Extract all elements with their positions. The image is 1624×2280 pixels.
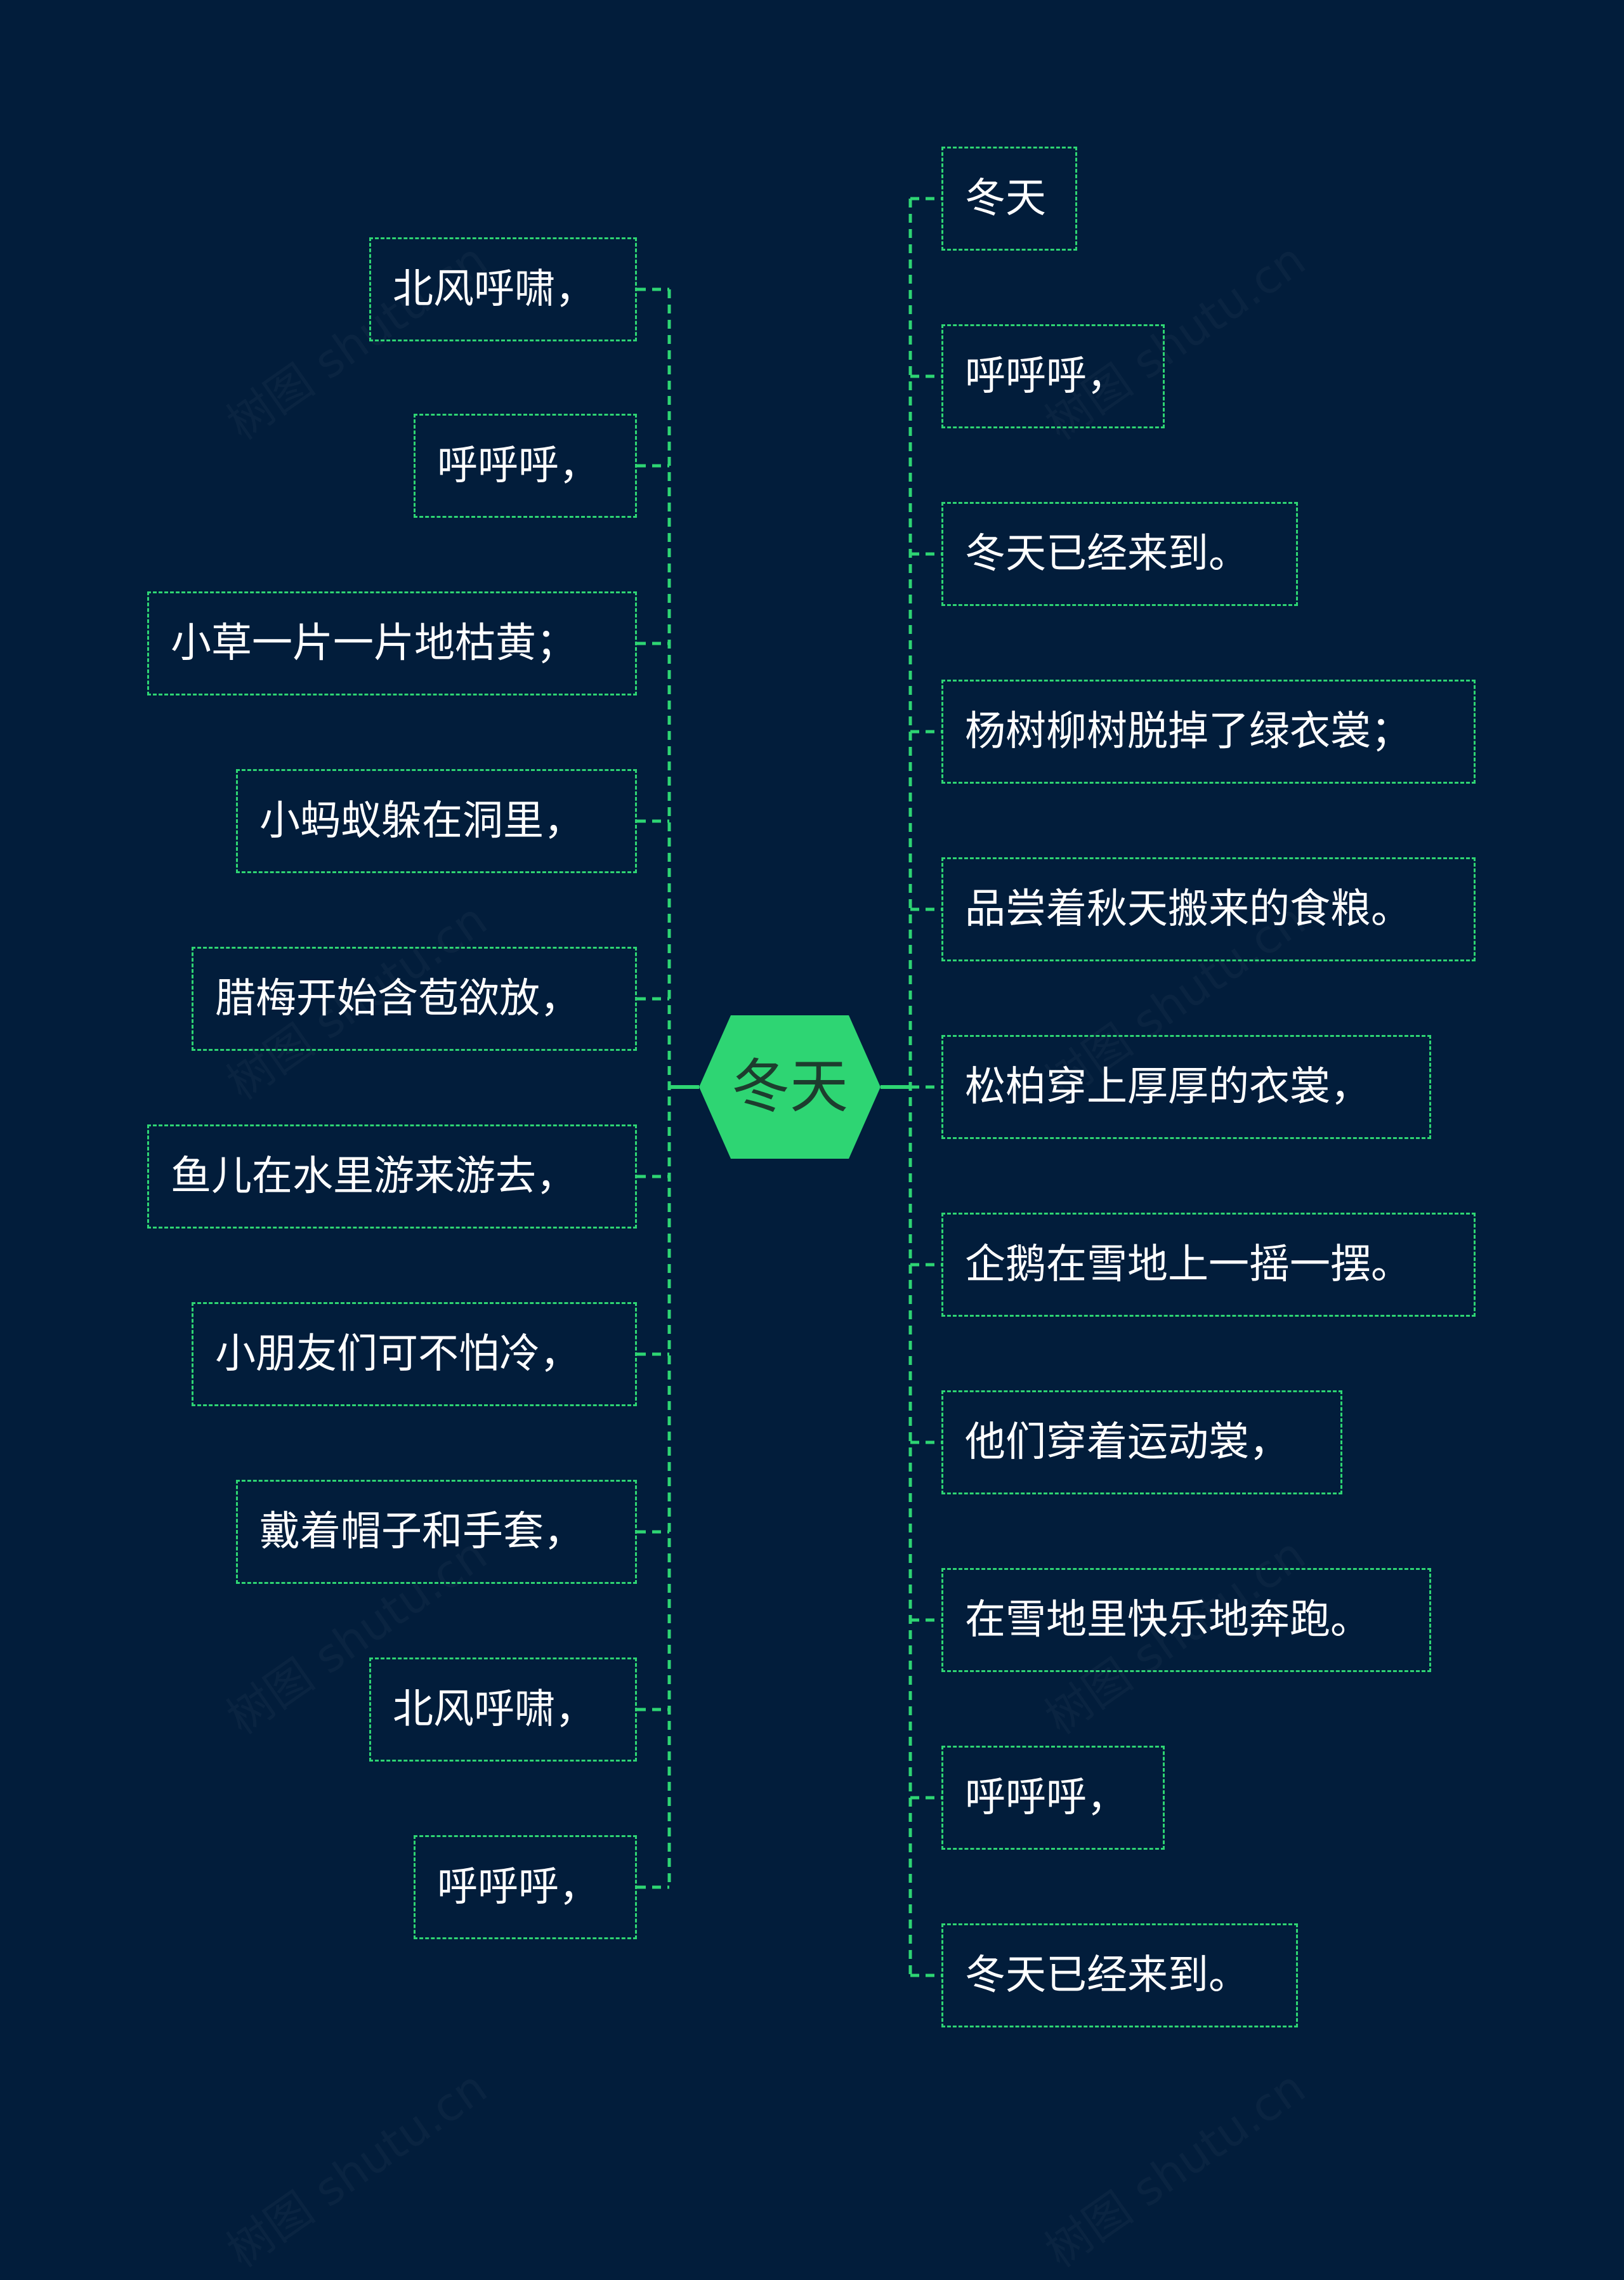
root-hexagon-shape [699,1015,881,1159]
right-node[interactable]: 在雪地里快乐地奔跑。 [941,1568,1431,1672]
right-node[interactable]: 呼呼呼， [941,1746,1165,1850]
right-node[interactable]: 冬天已经来到。 [941,1923,1298,2027]
left-node[interactable]: 鱼儿在水里游来游去， [147,1124,637,1229]
left-node[interactable]: 小草一片一片地枯黄； [147,591,637,695]
left-node[interactable]: 北风呼啸， [369,237,637,341]
mind-map: 树图 shutu.cn 树图 shutu.cn 树图 shutu.cn 树图 s… [147,147,1476,2027]
left-node[interactable]: 小朋友们可不怕冷， [192,1302,637,1406]
connector-lines [637,197,941,1977]
left-node[interactable]: 呼呼呼， [414,414,637,518]
right-node[interactable]: 冬天已经来到。 [941,502,1298,606]
left-node[interactable]: 小蚂蚁躲在洞里， [236,769,637,873]
root-label: 冬天 [731,1053,848,1121]
left-node[interactable]: 北风呼啸， [369,1657,637,1762]
left-node[interactable]: 戴着帽子和手套， [236,1480,637,1584]
right-node[interactable]: 企鹅在雪地上一摇一摆。 [941,1213,1476,1317]
root-node[interactable]: 冬天 [699,1015,881,1159]
right-node[interactable]: 冬天 [941,147,1077,251]
right-node[interactable]: 呼呼呼， [941,324,1165,428]
right-node[interactable]: 松柏穿上厚厚的衣裳， [941,1035,1431,1139]
left-node[interactable]: 腊梅开始含苞欲放， [192,947,637,1051]
left-node[interactable]: 呼呼呼， [414,1835,637,1939]
right-node[interactable]: 他们穿着运动裳， [941,1390,1342,1494]
right-node[interactable]: 杨树柳树脱掉了绿衣裳； [941,680,1476,784]
right-node[interactable]: 品尝着秋天搬来的食粮。 [941,857,1476,961]
